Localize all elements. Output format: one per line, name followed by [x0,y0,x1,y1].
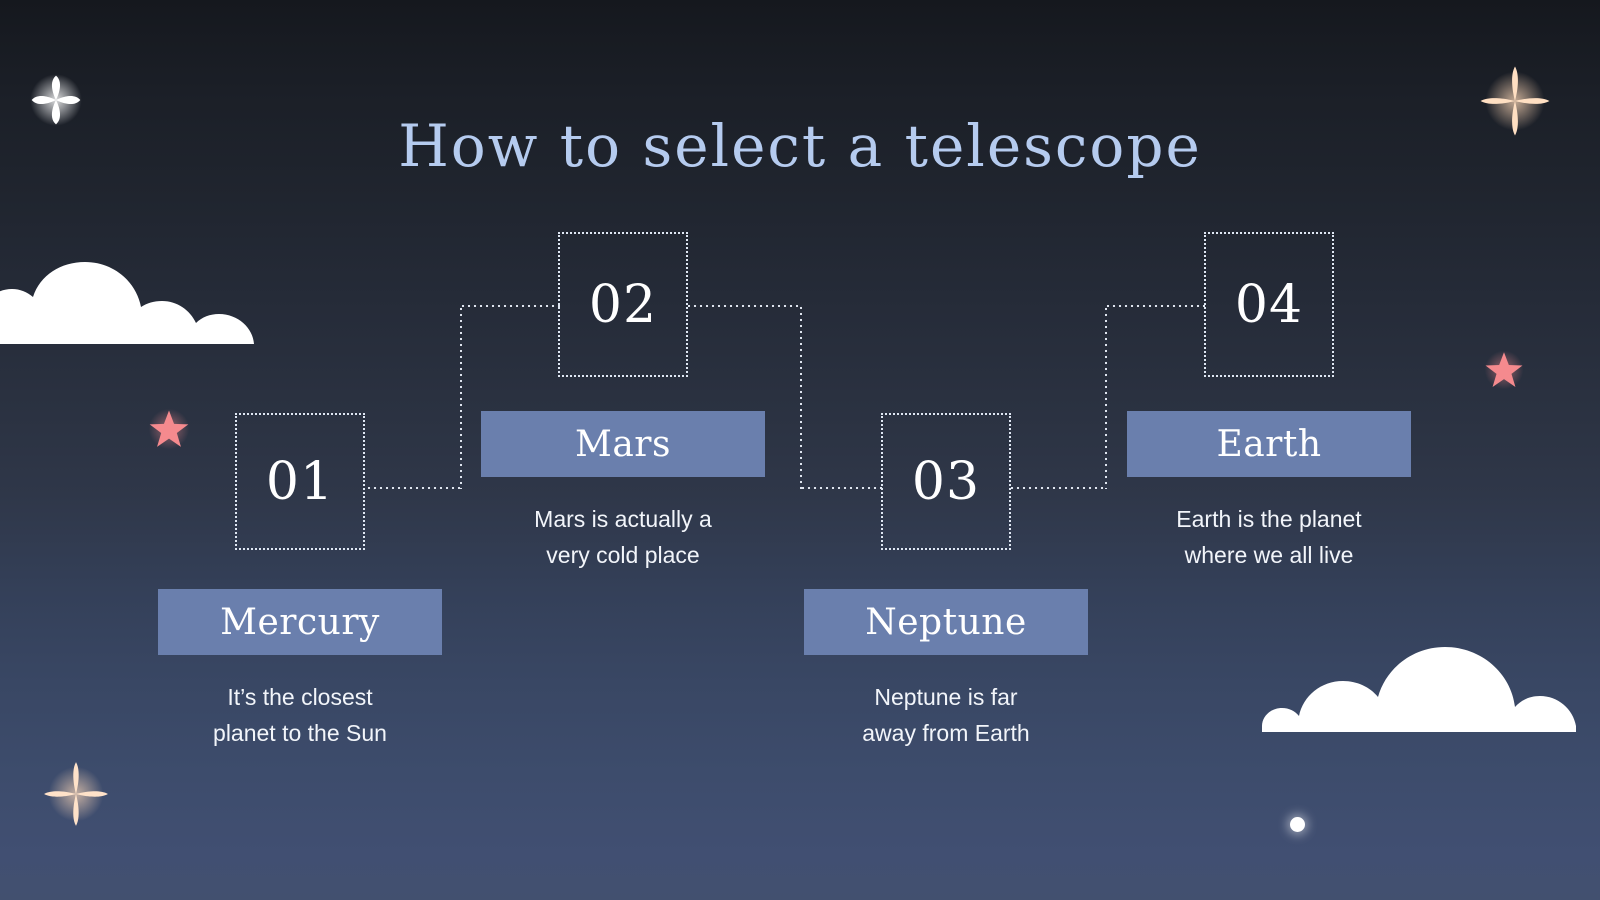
step-number-01: 01 [265,451,335,512]
connector-02-03-v [800,305,802,489]
planet-description-mercury: It’s the closest planet to the Sun [158,680,442,751]
desc-line: planet to the Sun [213,719,387,746]
planet-description-earth: Earth is the planet where we all live [1127,502,1411,573]
sparkle-top-left [18,62,94,143]
connector-01-02-h2 [460,305,560,307]
step-number-02: 02 [588,274,658,335]
planet-name-mars: Mars [574,423,671,465]
planet-chip-mars[interactable]: Mars [481,411,765,477]
connector-03-04-h1 [1009,487,1107,489]
planet-description-neptune: Neptune is far away from Earth [804,680,1088,751]
connector-02-03-h1 [686,305,802,307]
star-left [146,405,192,456]
planet-chip-mercury[interactable]: Mercury [158,589,442,655]
desc-line: Neptune is far [874,684,1018,710]
page-title: How to select a telescope [398,112,1202,180]
four-point-star-icon [1480,66,1550,136]
planet-name-earth: Earth [1216,423,1322,465]
moon-dot [1290,817,1305,832]
planet-chip-neptune[interactable]: Neptune [804,589,1088,655]
planet-name-mercury: Mercury [220,601,380,643]
connector-03-04-h2 [1105,305,1205,307]
cloud-top-left [0,262,267,344]
cloud-shape-icon [0,262,254,344]
four-point-star-icon [30,74,82,126]
desc-line: Mars is actually a [534,506,712,532]
four-point-star-icon [44,762,108,826]
desc-line: It’s the closest [227,684,373,710]
desc-line: Earth is the planet [1176,506,1362,532]
planet-description-mars: Mars is actually a very cold place [481,502,765,573]
planet-name-neptune: Neptune [865,601,1027,643]
five-point-star-icon [148,408,190,450]
connector-03-04-v [1105,306,1107,489]
connector-01-02-h1 [366,487,462,489]
step-number-04: 04 [1234,274,1304,335]
step-number-box-04[interactable]: 04 [1204,232,1334,377]
connector-02-03-h2 [800,487,884,489]
desc-line: away from Earth [862,719,1030,746]
planet-chip-earth[interactable]: Earth [1127,411,1411,477]
cloud-bottom-right [1262,640,1600,732]
sparkle-top-right [1474,60,1556,147]
five-point-star-icon [1484,350,1524,390]
star-right [1482,347,1526,396]
desc-line: where we all live [1184,541,1354,568]
step-number-box-03[interactable]: 03 [881,413,1011,550]
step-number-box-02[interactable]: 02 [558,232,688,377]
sparkle-bottom-left [38,756,114,837]
desc-line: very cold place [546,541,700,568]
step-number-03: 03 [911,451,981,512]
step-number-box-01[interactable]: 01 [235,413,365,550]
cloud-shape-icon [1262,647,1576,732]
connector-01-02-v [460,306,462,489]
